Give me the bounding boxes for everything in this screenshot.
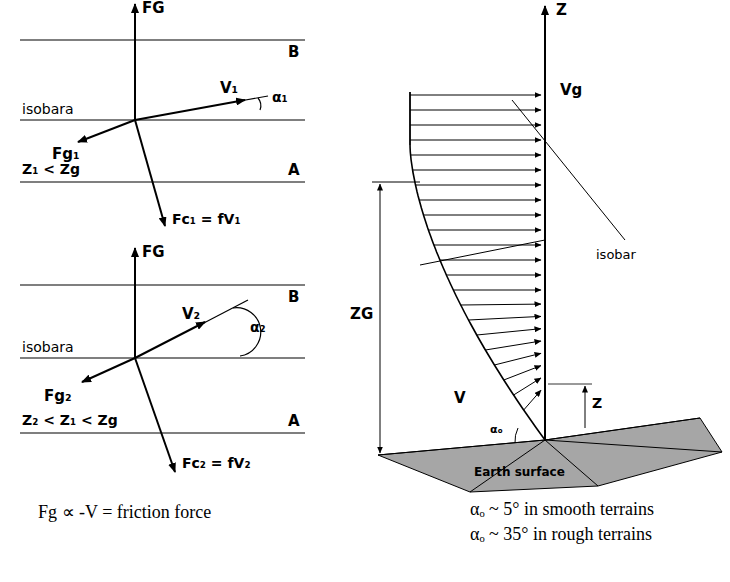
terrain-note: αₒ ~ 5° in smooth terrains: [470, 500, 654, 520]
wind-arrow: [419, 200, 541, 201]
angle-label: αₒ: [490, 424, 503, 436]
wind-arrow: [410, 95, 541, 96]
wind-arrow: [477, 329, 541, 335]
wind-arrow: [514, 378, 541, 395]
wind-arrow: [504, 366, 541, 380]
force-label: Fg₂: [44, 388, 72, 405]
wind-arrow: [413, 170, 541, 171]
wind-label: V: [452, 390, 468, 407]
force-label: Fg₁: [52, 146, 80, 163]
isobar-label: isobara: [22, 102, 74, 117]
isobar-label: isobara: [22, 340, 74, 355]
wind-arrow: [485, 341, 541, 350]
isobar-label: isobar: [596, 248, 636, 262]
wind-arrow: [428, 230, 541, 231]
surface-label: Earth surface: [474, 466, 565, 479]
force-label: Fc₁ = fV₁: [172, 212, 241, 227]
wind-arrow: [469, 316, 542, 320]
height-label: Z: [592, 396, 602, 411]
angle-label: α₂: [250, 320, 266, 335]
height-label: Z₂ < Z₁ < Zg: [22, 413, 118, 428]
force-label: Fc₂ = fV₂: [182, 456, 251, 471]
wind-arrow: [524, 390, 541, 410]
wind-arrow: [494, 353, 541, 365]
angle-label: α₁: [272, 90, 288, 105]
force-label: FG: [142, 244, 165, 261]
wind-arrow: [410, 125, 541, 126]
terrain-note: αₒ ~ 35° in rough terrains: [470, 525, 652, 545]
vector-label: V₁: [220, 80, 238, 97]
vector-label: V₂: [182, 306, 200, 323]
wind-arrow: [410, 110, 541, 111]
line-label: B: [288, 44, 299, 61]
caption-note: Fg ∝ -V = friction force: [38, 503, 211, 523]
height-label: ZG: [348, 306, 375, 323]
wind-label: Vg: [560, 82, 582, 99]
wind-arrow: [434, 245, 541, 246]
wind-arrow: [416, 185, 542, 186]
wind-arrow: [411, 155, 541, 156]
line-label: B: [288, 289, 299, 306]
wind-arrow: [424, 215, 542, 216]
wind-arrow: [410, 140, 541, 141]
force-label: FG: [142, 0, 165, 17]
wind-arrow: [446, 275, 541, 276]
wind-arrow: [461, 304, 541, 306]
line-label: A: [288, 413, 300, 430]
axis-label: Z: [556, 2, 567, 19]
wind-arrow: [453, 290, 541, 291]
height-label: Z₁ < Zg: [22, 162, 80, 177]
wind-arrow: [440, 260, 541, 261]
profile-curve: [410, 92, 545, 440]
line-label: A: [288, 162, 300, 179]
